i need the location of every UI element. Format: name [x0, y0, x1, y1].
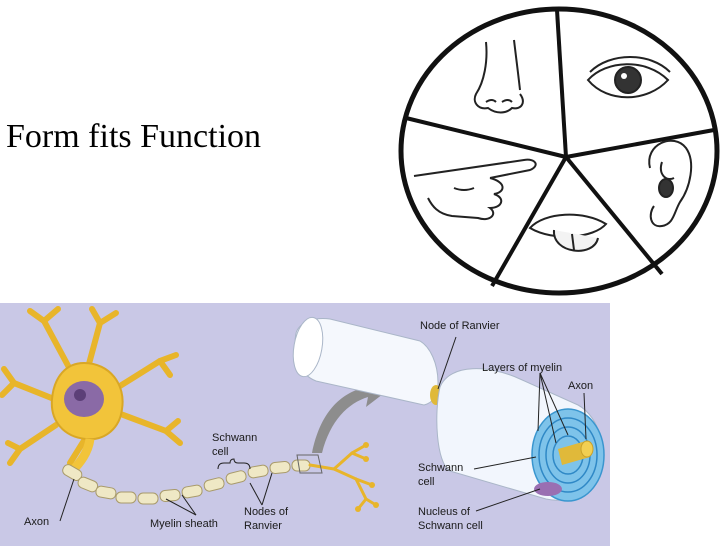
- label-schwann-top-2: cell: [212, 446, 229, 458]
- zoom-arrow: [312, 375, 392, 453]
- tongue-icon: [528, 213, 608, 252]
- neuron-cell-body: [0, 306, 183, 475]
- eye-icon: [586, 56, 671, 99]
- label-axon-right: Axon: [568, 380, 593, 392]
- slide-title: Form fits Function: [6, 118, 262, 155]
- label-nucleus-2: Schwann cell: [418, 520, 483, 532]
- label-layers-of-myelin: Layers of myelin: [482, 362, 562, 374]
- pointing-hand-icon: [413, 158, 537, 220]
- label-myelin-sheath: Myelin sheath: [150, 518, 218, 530]
- enlarged-schwann-cells: [292, 316, 605, 502]
- label-schwann-right-2: cell: [418, 476, 435, 488]
- label-node-of-ranvier: Node of Ranvier: [420, 320, 500, 332]
- schwann-nucleus: [534, 482, 562, 496]
- label-schwann-right-1: Schwann: [418, 462, 463, 474]
- label-nodes-2: Ranvier: [244, 520, 282, 532]
- ear-icon: [648, 139, 693, 228]
- label-nucleus-1: Nucleus of: [418, 506, 471, 518]
- neuron-myelin-diagram: Node of Ranvier Layers of myelin Axon Sc…: [0, 303, 610, 546]
- nose-icon: [473, 39, 524, 114]
- label-schwann-top-1: Schwann: [212, 432, 257, 444]
- label-nodes-1: Nodes of: [244, 506, 289, 518]
- senses-wheel: [398, 6, 720, 296]
- myelinated-axon: [62, 459, 311, 505]
- label-axon-left: Axon: [24, 516, 49, 528]
